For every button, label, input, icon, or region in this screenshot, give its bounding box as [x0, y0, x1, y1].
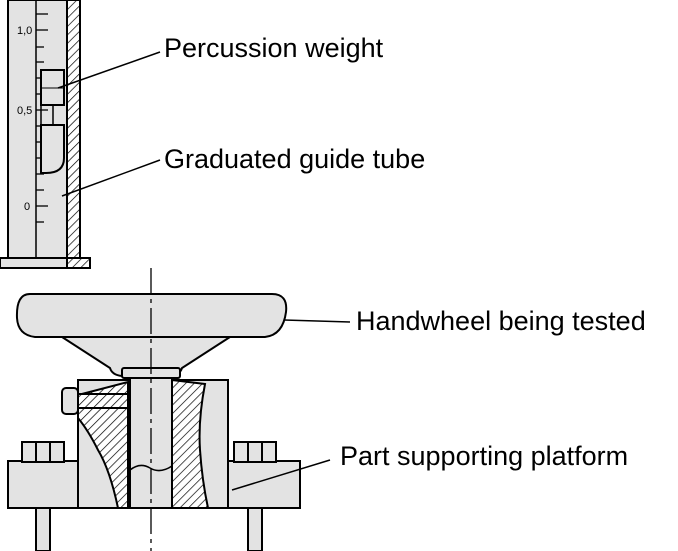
leader-platform: [231, 459, 331, 491]
scale-label-0-5: 0,5: [17, 105, 32, 117]
label-handwheel: Handwheel being tested: [356, 306, 646, 336]
leader-handwheel: [283, 319, 351, 323]
percussion-weight-lower: [40, 124, 65, 174]
support-platform: [7, 377, 301, 551]
scale-label-1-0: 1,0: [17, 25, 32, 37]
platform-section-cut: [77, 380, 129, 509]
guide-tube-wall: [66, 0, 81, 263]
bolt-left-shank: [35, 507, 51, 551]
label-platform: Part supporting platform: [340, 441, 628, 471]
bolt-right-head: [233, 441, 277, 463]
leader-guide-tube: [61, 159, 161, 197]
scale-label-0: 0: [24, 201, 30, 213]
label-percussion-weight: Percussion weight: [164, 33, 384, 63]
bolt-left-head: [21, 441, 65, 463]
bolt-right-shank: [247, 507, 263, 551]
label-guide-tube: Graduated guide tube: [164, 144, 425, 174]
guide-tube: [0, 0, 91, 269]
leader-lines: [57, 51, 351, 491]
set-screw: [61, 387, 79, 415]
leader-percussion-weight: [57, 51, 161, 89]
